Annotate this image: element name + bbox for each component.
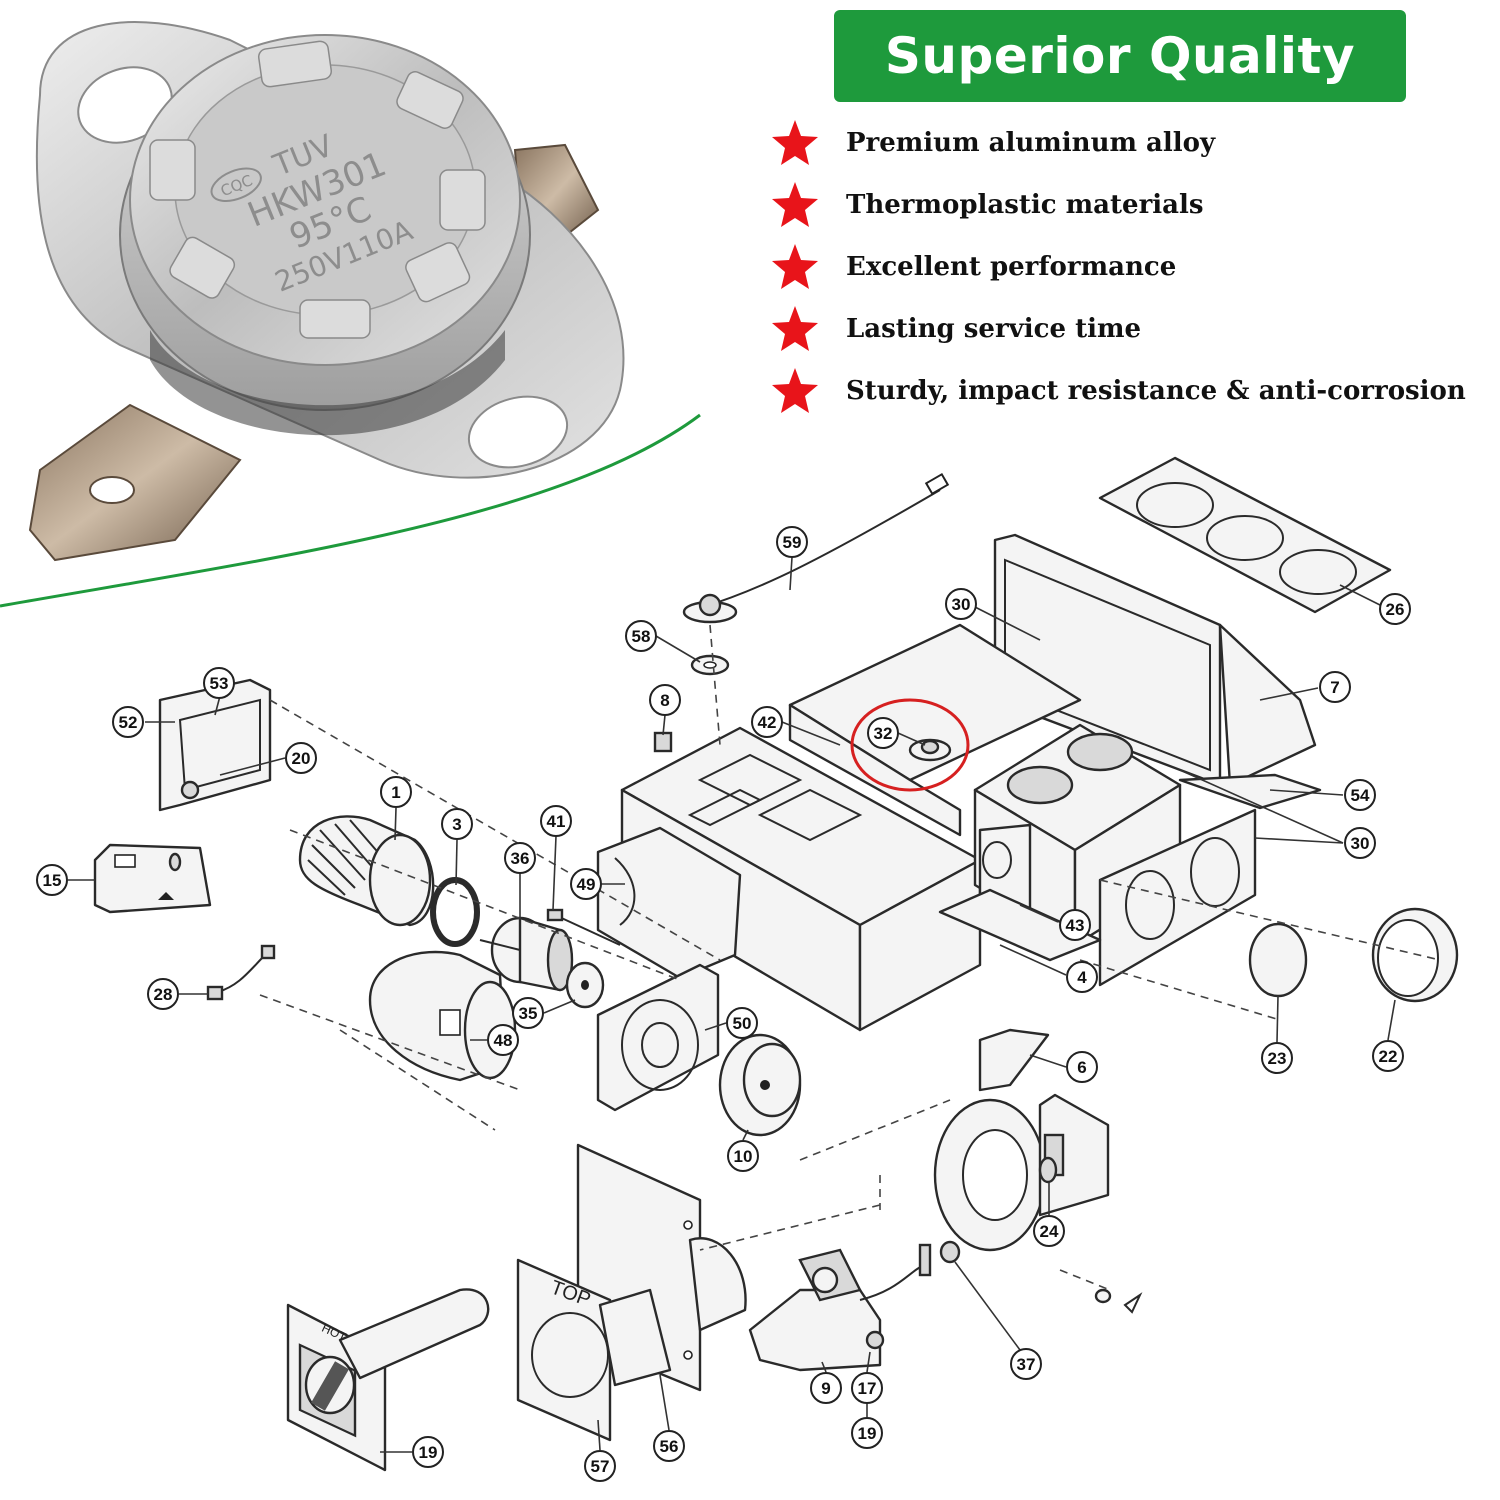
callout-32: 32 (867, 717, 899, 749)
svg-text:52: 52 (119, 713, 138, 732)
svg-text:3: 3 (452, 815, 461, 834)
svg-text:57: 57 (591, 1457, 610, 1476)
svg-text:53: 53 (210, 674, 229, 693)
feature-text: Sturdy, impact resistance & anti-corrosi… (846, 376, 1466, 406)
thermostat-photo: CQC TUV HKW301 95°C 250V110A (0, 21, 701, 608)
callout-19: 19 (412, 1436, 444, 1468)
callout-42: 42 (751, 706, 783, 738)
svg-text:42: 42 (758, 713, 777, 732)
callout-20: 20 (285, 742, 317, 774)
feature-list: Premium aluminum alloy Thermoplastic mat… (770, 112, 1480, 422)
svg-text:15: 15 (43, 871, 62, 890)
svg-text:30: 30 (952, 595, 971, 614)
callout-26: 26 (1379, 593, 1411, 625)
callout-22: 22 (1372, 1040, 1404, 1072)
banner-title: Superior Quality (884, 27, 1356, 85)
red-star-icon (772, 244, 818, 289)
callout-24: 24 (1033, 1215, 1065, 1247)
callout-17: 17 (851, 1372, 883, 1404)
svg-text:49: 49 (577, 875, 596, 894)
superior-quality-banner: Superior Quality (834, 10, 1406, 102)
svg-text:58: 58 (632, 627, 651, 646)
red-star-icon (772, 368, 818, 413)
svg-text:4: 4 (1077, 968, 1087, 987)
svg-text:7: 7 (1330, 678, 1339, 697)
callout-58: 58 (625, 620, 657, 652)
callout-43: 43 (1059, 909, 1091, 941)
callout-53: 53 (203, 667, 235, 699)
svg-text:36: 36 (511, 849, 530, 868)
callout-35: 35 (512, 997, 544, 1029)
callout-37: 37 (1010, 1348, 1042, 1380)
callout-19: 19 (851, 1417, 883, 1449)
feature-text: Thermoplastic materials (846, 190, 1204, 220)
svg-text:8: 8 (660, 691, 669, 710)
svg-text:24: 24 (1040, 1222, 1059, 1241)
svg-text:19: 19 (858, 1424, 877, 1443)
callout-23: 23 (1261, 1042, 1293, 1074)
feature-text: Lasting service time (846, 314, 1142, 344)
callout-57: 57 (584, 1450, 616, 1482)
feature-item: Sturdy, impact resistance & anti-corrosi… (770, 360, 1480, 422)
svg-text:54: 54 (1351, 786, 1370, 805)
feature-item: Premium aluminum alloy (770, 112, 1480, 174)
svg-text:43: 43 (1066, 916, 1085, 935)
svg-text:20: 20 (292, 749, 311, 768)
callout-10: 10 (727, 1140, 759, 1172)
svg-text:1: 1 (391, 783, 400, 802)
svg-text:37: 37 (1017, 1355, 1036, 1374)
svg-text:22: 22 (1379, 1047, 1398, 1066)
svg-text:26: 26 (1386, 600, 1405, 619)
callout-30: 30 (945, 588, 977, 620)
callout-15: 15 (36, 864, 68, 896)
exploded-parts-diagram: TOP HOT (36, 456, 1459, 1482)
callout-3: 3 (441, 808, 473, 840)
callout-41: 41 (540, 805, 572, 837)
callout-4: 4 (1066, 961, 1098, 993)
svg-text:19: 19 (419, 1443, 438, 1462)
callout-36: 36 (504, 842, 536, 874)
svg-text:48: 48 (494, 1031, 513, 1050)
feature-item: Excellent performance (770, 236, 1480, 298)
feature-text: Excellent performance (846, 252, 1177, 282)
callout-54: 54 (1344, 779, 1376, 811)
thermostat-highlight-ring (850, 698, 970, 792)
callout-1: 1 (380, 776, 412, 808)
svg-text:50: 50 (733, 1014, 752, 1033)
callout-59: 59 (776, 526, 808, 558)
callout-56: 56 (653, 1430, 685, 1462)
callout-52: 52 (112, 706, 144, 738)
red-star-icon (772, 120, 818, 165)
callout-30: 30 (1344, 827, 1376, 859)
svg-text:23: 23 (1268, 1049, 1287, 1068)
callout-6: 6 (1066, 1051, 1098, 1083)
callout-8: 8 (649, 684, 681, 716)
svg-text:9: 9 (821, 1379, 830, 1398)
callout-49: 49 (570, 868, 602, 900)
callout-28: 28 (147, 978, 179, 1010)
svg-text:30: 30 (1351, 834, 1370, 853)
red-star-icon (772, 182, 818, 227)
svg-text:59: 59 (783, 533, 802, 552)
feature-item: Thermoplastic materials (770, 174, 1480, 236)
feature-text: Premium aluminum alloy (846, 128, 1216, 158)
svg-text:17: 17 (858, 1379, 877, 1398)
feature-item: Lasting service time (770, 298, 1480, 360)
svg-text:56: 56 (660, 1437, 679, 1456)
svg-text:28: 28 (154, 985, 173, 1004)
svg-text:10: 10 (734, 1147, 753, 1166)
svg-text:35: 35 (519, 1004, 538, 1023)
svg-text:6: 6 (1077, 1058, 1086, 1077)
callout-9: 9 (810, 1372, 842, 1404)
callout-50: 50 (726, 1007, 758, 1039)
svg-text:41: 41 (547, 812, 566, 831)
callout-7: 7 (1319, 671, 1351, 703)
callout-48: 48 (487, 1024, 519, 1056)
red-star-icon (772, 306, 818, 351)
svg-text:32: 32 (874, 724, 893, 743)
green-arc-divider (0, 413, 701, 608)
